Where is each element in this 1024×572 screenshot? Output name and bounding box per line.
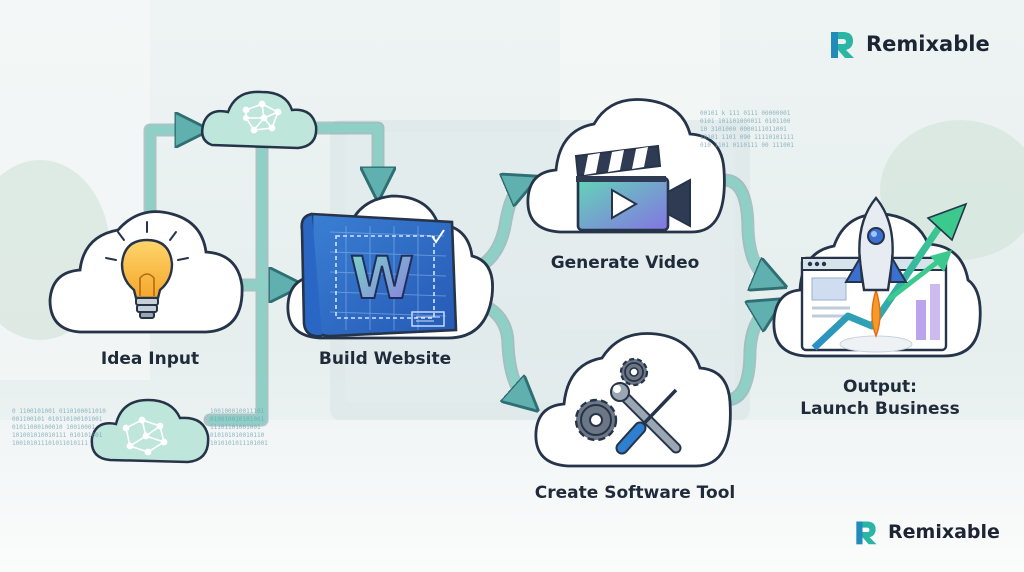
build-website-label: Build Website [318,349,452,369]
build-website-cloud: W [286,194,494,340]
output-label-line1: Output: [843,377,917,397]
binary-line: 1010101011101001 [210,440,268,447]
rocket-growth-icon [800,196,968,353]
binary-line: 101001010010111 010101001 [12,432,103,439]
binary-line: 10 3101000 0000111011001 [700,126,787,133]
brand-logo-bottom: Remixable [852,518,1000,546]
brand-name: Remixable [866,32,990,56]
binary-line: 100100010011101 [210,408,265,415]
idea-input-label: Idea Input [100,349,200,369]
remixable-logo-icon [856,521,877,545]
gear-icon [574,398,618,442]
screwdriver-icon [615,388,678,455]
clapperboard-icon [574,144,691,232]
gear-icon [619,357,649,387]
binary-line: 0 1100101001 0110100011010 [12,408,106,415]
ai-cloud-top [201,90,318,150]
generate-video-cloud [526,98,726,234]
website-glyph: W [350,244,414,312]
binary-line: 100101011101011010111 [12,440,88,447]
create-software-tool-cloud [534,332,732,468]
binary-line: 11101101001001 [210,424,261,431]
output-label-line2: Launch Business [800,399,960,419]
ai-cloud-bottom [90,398,210,464]
gears-tools-icon [574,357,682,455]
generate-video-label: Generate Video [550,253,700,273]
output-cloud [772,196,982,358]
binary-line: 00101 k 111 0111 00000001 [700,110,791,117]
website-blueprint-icon: W [300,212,458,338]
brand-name: Remixable [888,521,1000,543]
binary-line: 010010010101001 [210,416,265,423]
wrench-icon [610,382,682,454]
binary-line: 0101 101101000011 0101100 [700,118,791,125]
lightbulb-icon [105,221,189,319]
brand-logo-top: Remixable [826,28,990,60]
create-software-tool-label: Create Software Tool [534,483,736,503]
brain-network-icon [242,100,282,134]
output-label: Output: Launch Business [780,376,980,420]
idea-input-cloud [48,210,244,334]
binary-line: 01011000100010 10010001 [12,424,96,431]
binary-line: 001100101 010110100101001 [12,416,103,423]
binary-line: 010 1101 0110111 00 111001 [700,142,794,149]
binary-line: 010101010010110 [210,432,265,439]
binary-line: 10101 1101 090 11110101111 [700,134,794,141]
remixable-logo-icon [831,32,854,58]
brain-network-icon [122,416,168,456]
